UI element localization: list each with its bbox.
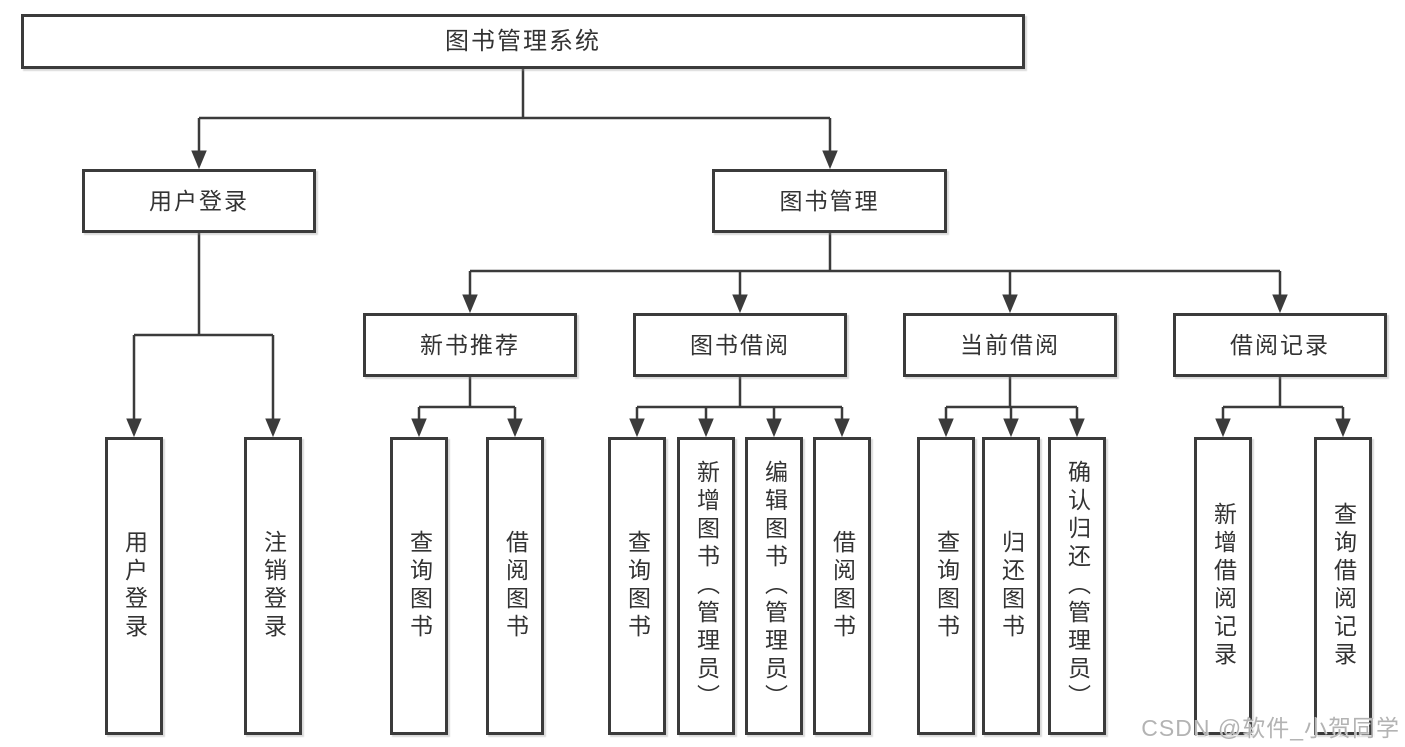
node-book-borrowing: 图书借阅	[633, 313, 847, 377]
leaf-logout: 注销登录	[244, 437, 302, 735]
node-book-management: 图书管理	[712, 169, 947, 233]
node-current-borrowing: 当前借阅	[903, 313, 1117, 377]
leaf-borrow-books-recommend: 借阅图书	[486, 437, 544, 735]
leaf-add-book-admin: 新增图书（管理员）	[677, 437, 735, 735]
leaf-return-books: 归还图书	[982, 437, 1040, 735]
leaf-query-books-borrowing: 查询图书	[608, 437, 666, 735]
leaf-query-borrow-record: 查询借阅记录	[1314, 437, 1372, 735]
leaf-add-borrow-record: 新增借阅记录	[1194, 437, 1252, 735]
leaf-borrow-books-borrowing: 借阅图书	[813, 437, 871, 735]
node-borrowing-records: 借阅记录	[1173, 313, 1387, 377]
leaf-user-login: 用户登录	[105, 437, 163, 735]
node-user-login: 用户登录	[82, 169, 316, 233]
leaf-query-books-recommend: 查询图书	[390, 437, 448, 735]
node-library-management-system: 图书管理系统	[21, 14, 1025, 69]
leaf-edit-book-admin: 编辑图书（管理员）	[745, 437, 803, 735]
leaf-query-books-current: 查询图书	[917, 437, 975, 735]
node-new-book-recommend: 新书推荐	[363, 313, 577, 377]
watermark: CSDN @软件_小贺同学	[1141, 715, 1400, 741]
leaf-confirm-return-admin: 确认归还（管理员）	[1048, 437, 1106, 735]
